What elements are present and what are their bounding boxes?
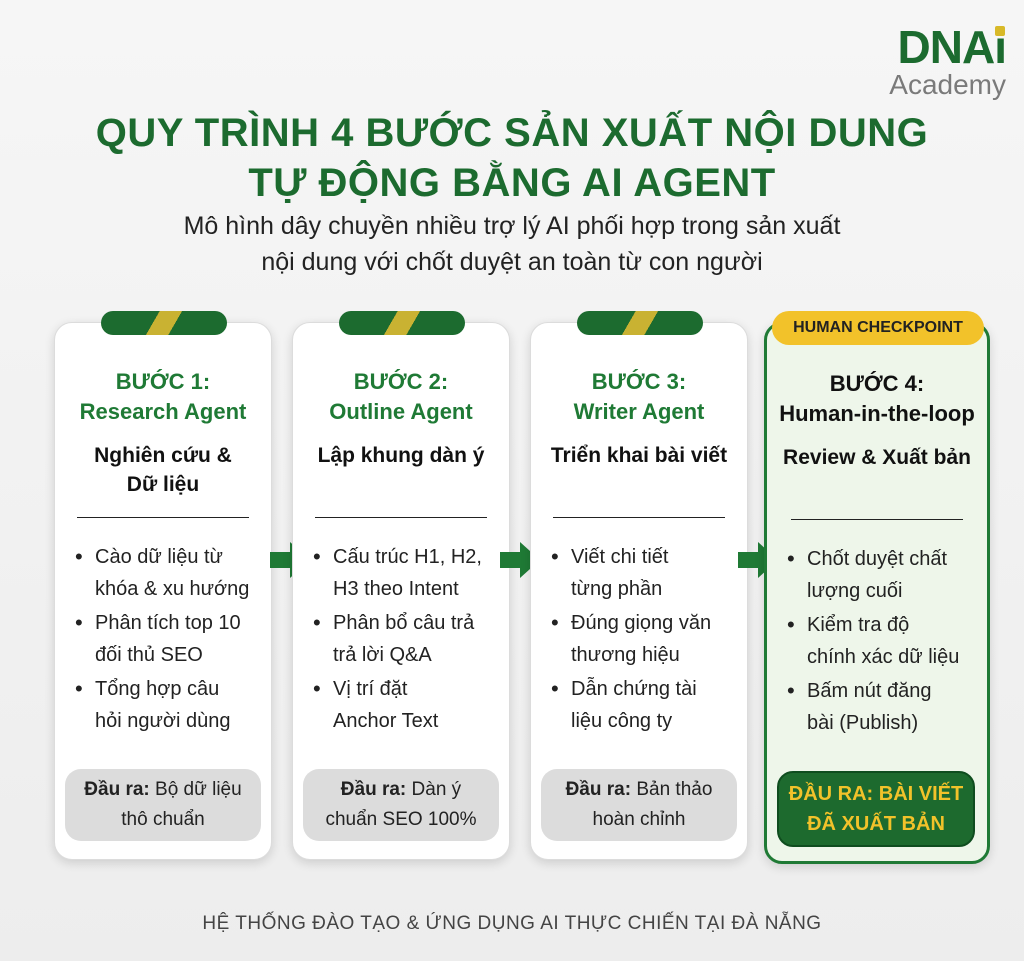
step-number: BƯỚC 2:	[353, 369, 449, 394]
step-number: BƯỚC 3:	[591, 369, 687, 394]
task-item: Cấu trúc H1, H2,H3 theo Intent	[311, 541, 503, 605]
output-value: Dàn ý	[411, 779, 462, 800]
divider	[553, 517, 725, 518]
step-heading: BƯỚC 2: Outline Agent	[293, 367, 509, 427]
step-card-4: HUMAN CHECKPOINT BƯỚC 4: Human-in-the-lo…	[764, 311, 990, 864]
step-card-2: BƯỚC 2: Outline Agent Lập khung dàn ý Cấ…	[292, 311, 510, 860]
output-value-line-2: ĐÃ XUẤT BẢN	[807, 813, 945, 835]
title-line-1: QUY TRÌNH 4 BƯỚC SẢN XUẤT NỘI DUNG	[95, 111, 929, 155]
logo-brand-main: DNA	[897, 21, 996, 73]
step-card-1: BƯỚC 1: Research Agent Nghiên cứu & Dữ l…	[54, 311, 272, 860]
focus-line-1: Lập khung dàn ý	[317, 444, 485, 467]
agent-name: Outline Agent	[329, 399, 473, 424]
output-value: Bộ dữ liệu	[155, 779, 242, 800]
logo-academy: Academy	[889, 69, 1006, 100]
focus-line-2: Dữ liệu	[126, 473, 200, 496]
final-output-box: ĐẦU RA: BÀI VIẾT ĐÃ XUẤT BẢN	[777, 771, 975, 847]
step-number: BƯỚC 1:	[115, 369, 211, 394]
step-number: BƯỚC 4:	[829, 371, 925, 396]
divider	[791, 519, 963, 520]
human-checkpoint-badge: HUMAN CHECKPOINT	[772, 311, 984, 345]
card-tab	[339, 311, 465, 335]
output-value-line-2: thô chuẩn	[121, 809, 205, 830]
output-box: Đầu ra: Dàn ý chuẩn SEO 100%	[303, 769, 499, 841]
step-card-3: BƯỚC 3: Writer Agent Triển khai bài viết…	[530, 311, 748, 860]
output-label: Đầu ra:	[340, 779, 407, 800]
step-focus: Lập khung dàn ý	[293, 441, 509, 470]
step-heading: BƯỚC 1: Research Agent	[55, 367, 271, 427]
step-heading: BƯỚC 3: Writer Agent	[531, 367, 747, 427]
title-line-2: TỰ ĐỘNG BẰNG AI AGENT	[248, 161, 776, 205]
subtitle-line-2: nội dung với chốt duyệt an toàn từ con n…	[261, 248, 763, 276]
logo-brand-i: i	[994, 21, 1007, 73]
logo-brand: DNAi	[889, 21, 1007, 73]
page-subtitle: Mô hình dây chuyền nhiều trợ lý AI phối …	[0, 208, 1024, 280]
agent-name: Writer Agent	[573, 399, 705, 424]
output-value: Bản thảo	[636, 779, 713, 800]
divider	[315, 517, 487, 518]
task-list: Cấu trúc H1, H2,H3 theo Intent Phân bổ c…	[311, 541, 503, 739]
step-focus: Review & Xuất bản	[767, 443, 987, 472]
page-title: QUY TRÌNH 4 BƯỚC SẢN XUẤT NỘI DUNG TỰ ĐỘ…	[0, 108, 1024, 208]
agent-name: Human-in-the-loop	[779, 401, 975, 426]
output-box: Đầu ra: Bộ dữ liệu thô chuẩn	[65, 769, 261, 841]
focus-line-1: Nghiên cứu &	[94, 444, 232, 467]
output-label: ĐẦU RA: BÀI VIẾT	[788, 783, 964, 805]
output-label: Đầu ra:	[84, 779, 150, 800]
logo: DNAi Academy	[889, 21, 1007, 100]
step-focus: Triển khai bài viết	[531, 441, 747, 470]
output-box: Đầu ra: Bản thảo hoàn chỉnh	[541, 769, 737, 841]
footer-tagline: HỆ THỐNG ĐÀO TẠO & ỨNG DỤNG AI THỰC CHIẾ…	[202, 913, 822, 934]
divider	[77, 517, 249, 518]
output-value-line-2: hoàn chỉnh	[592, 809, 686, 830]
card-tab	[577, 311, 703, 335]
output-value-line-2: chuẩn SEO 100%	[325, 809, 477, 830]
focus-line-1: Triển khai bài viết	[550, 444, 728, 467]
subtitle-line-1: Mô hình dây chuyền nhiều trợ lý AI phối …	[183, 212, 841, 240]
focus-line-1: Review & Xuất bản	[783, 446, 971, 469]
step-focus: Nghiên cứu & Dữ liệu	[55, 441, 271, 499]
step-heading: BƯỚC 4: Human-in-the-loop	[767, 369, 987, 429]
output-label: Đầu ra:	[565, 779, 632, 800]
card-tab	[101, 311, 227, 335]
agent-name: Research Agent	[79, 399, 247, 424]
